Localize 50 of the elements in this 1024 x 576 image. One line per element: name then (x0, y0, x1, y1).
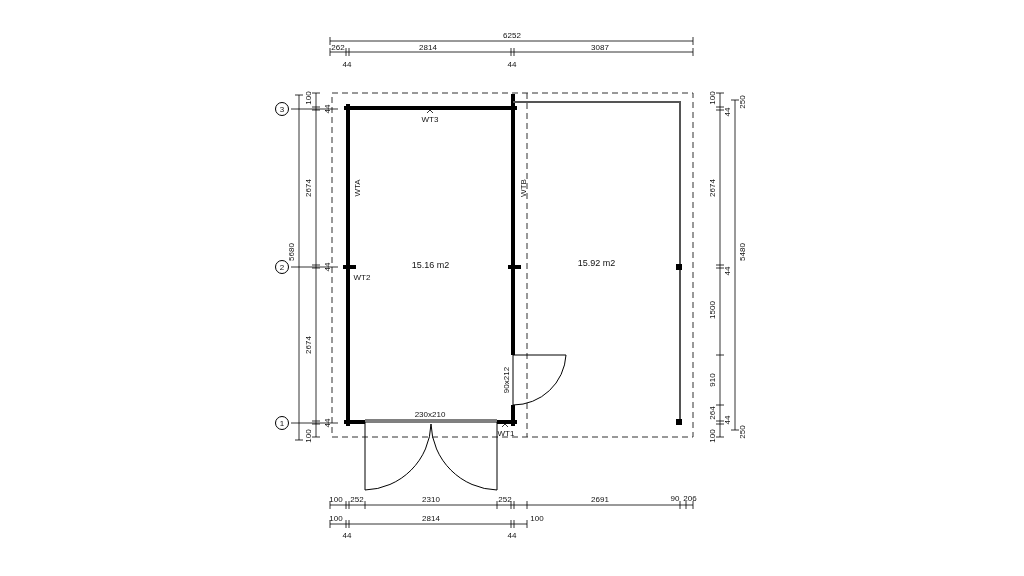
wall-tag-label: WT3 (421, 114, 439, 124)
dimension-label: 2814 (419, 42, 437, 52)
dimension-label: 1500 (707, 301, 717, 319)
dimension-label: 100 (707, 429, 717, 443)
dimension-label: 44 (342, 59, 352, 69)
grid-axis-number: 2 (279, 262, 285, 272)
room-area-label: 15.92 m2 (577, 258, 616, 268)
opening-size-label: 230x210 (414, 409, 446, 419)
dimension-label: 5480 (737, 243, 747, 261)
dimension-label: 44 (722, 107, 732, 117)
grid-axis-number: 1 (279, 418, 285, 428)
dimension-label: 250 (737, 425, 747, 439)
dimension-label: 6252 (503, 30, 521, 40)
dimension-label: 44 (507, 530, 517, 540)
dimension-label: 44 (322, 418, 332, 428)
dimension-label: 2674 (707, 179, 717, 197)
dimension-label: 910 (707, 373, 717, 387)
wall-tag-label: WTA (352, 179, 362, 197)
opening-size-label: 90x212 (501, 366, 511, 394)
dimension-label: 44 (342, 530, 352, 540)
dimension-label: 2674 (303, 179, 313, 197)
dimension-label: 100 (303, 429, 313, 443)
dimension-label: 5680 (286, 243, 296, 261)
dimension-label: 100 (707, 91, 717, 105)
dimension-label: 44 (322, 104, 332, 114)
dimension-label: 2674 (303, 336, 313, 354)
dimension-label: 100 (329, 513, 343, 523)
dimension-label: 262 (331, 42, 345, 52)
dimension-label: 44 (722, 266, 732, 276)
dimension-label: 2691 (591, 494, 609, 504)
dimension-label: 44 (322, 262, 332, 272)
wall-tag-label: WT1 (497, 428, 515, 438)
grid-axis-number: 3 (279, 104, 285, 114)
dimension-label: 252 (498, 494, 512, 504)
dimension-label: 252 (350, 494, 364, 504)
room-area-label: 15.16 m2 (411, 260, 450, 270)
dimension-label: 100 (303, 91, 313, 105)
dimension-label: 2814 (422, 513, 440, 523)
dimension-label: 2310 (422, 494, 440, 504)
dimension-label: 3087 (591, 42, 609, 52)
dimension-label: 100 (530, 513, 544, 523)
dimension-label: 44 (722, 415, 732, 425)
dimension-label: 206 (683, 493, 697, 503)
dimension-label: 44 (507, 59, 517, 69)
wall-tag-label: WTB (518, 179, 528, 197)
dimension-label: 90 (670, 493, 680, 503)
dimension-label: 100 (329, 494, 343, 504)
dimension-label: 250 (737, 95, 747, 109)
wall-tag-label: WT2 (353, 272, 371, 282)
dimension-label: 264 (707, 406, 717, 420)
